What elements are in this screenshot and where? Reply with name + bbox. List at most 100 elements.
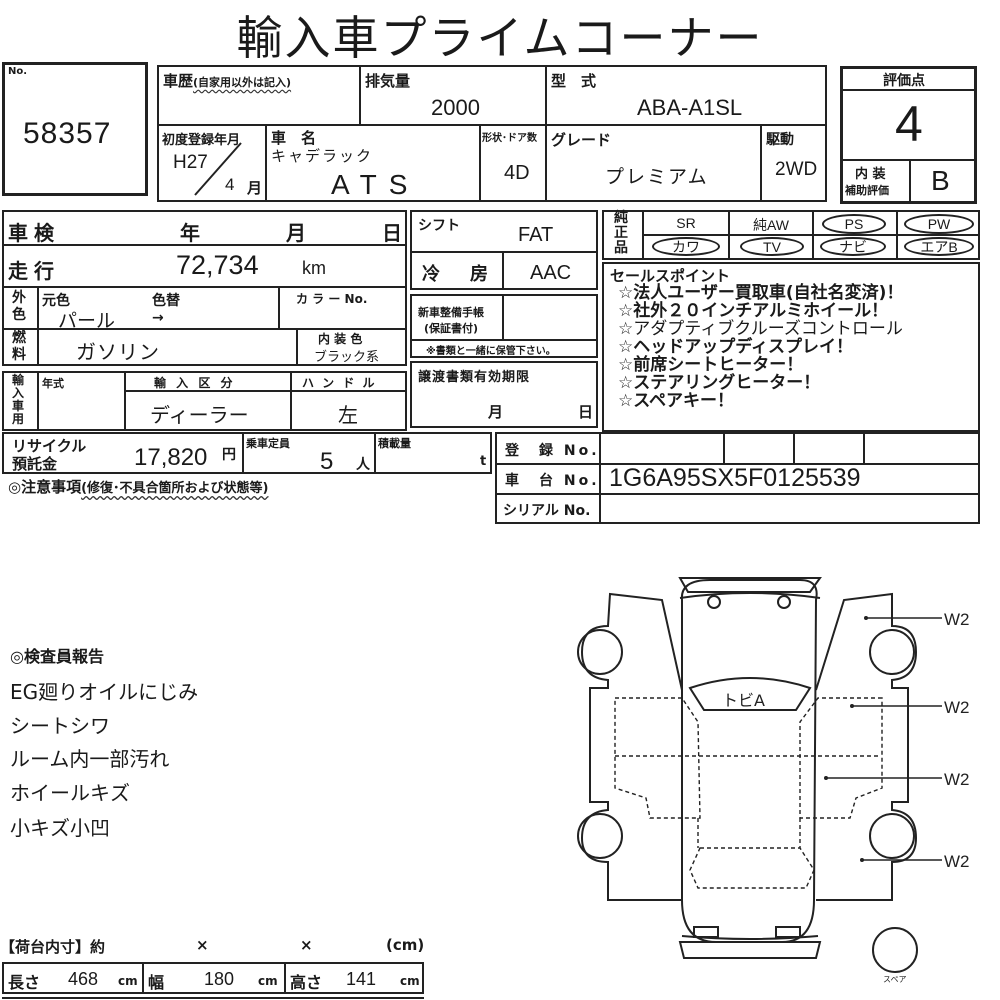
color-number-label: カ ラ ー No. <box>296 292 368 306</box>
maintenance-book-label-2: (保証書付) <box>424 322 479 335</box>
maintenance-book-box: 新車整備手帳 (保証書付) ※書類と一緒に保管下さい。 <box>410 294 598 358</box>
cargo-times-1: × <box>196 936 209 954</box>
original-color-value: パール <box>58 311 116 332</box>
cargo-dimensions-box: 長さ 468 cm 幅 180 cm 高さ 141 cm <box>2 962 424 994</box>
interior-color-label: 内 装 色 <box>318 332 363 346</box>
inspection-year-unit: 年 <box>180 221 200 245</box>
lot-label: No. <box>8 66 28 77</box>
windshield-mark: トビA <box>722 691 765 710</box>
cargo-unit-label: (cm) <box>386 936 425 954</box>
part-genuine-aw: 純AW <box>752 217 790 233</box>
import-side-label: 輸入車用 <box>12 373 25 426</box>
height-value: 141 <box>346 969 377 989</box>
length-unit: cm <box>118 974 138 988</box>
sales-point: ☆前席シートヒーター！ <box>618 355 804 375</box>
sales-point: ☆社外２０インチアルミホイール！ <box>618 301 889 321</box>
exterior-color-side-label: 外色 <box>12 290 26 323</box>
sales-point: ☆法人ユーザー買取車(自社名変済)！ <box>618 283 904 303</box>
car-damage-diagram: トビA W2 W2 W2 W2 スペア <box>577 577 970 984</box>
inspection-day-unit: 日 <box>382 221 402 245</box>
handle-value: 左 <box>338 405 358 427</box>
month-unit: 月 <box>247 179 263 197</box>
body-doors-value: 4D <box>504 162 530 184</box>
damage-mark: W2 <box>944 852 970 871</box>
length-value: 468 <box>68 969 99 989</box>
lot-number: 58357 <box>23 117 112 150</box>
inspection-label: 車検 <box>8 221 60 245</box>
length-label: 長さ <box>8 973 41 992</box>
report-line: EG廻りオイルにじみ <box>10 680 199 704</box>
sales-point: ☆ヘッドアップディスプレイ！ <box>618 337 854 357</box>
notes-sub: (修復･不具合箇所および状態等) <box>81 481 269 496</box>
cargo-heading: 【荷台内寸】約 × × (cm) <box>0 936 430 956</box>
sheet-title: 輸入車プライムコーナー <box>236 11 764 65</box>
interior-score-label-1: 内 装 <box>855 167 886 182</box>
interior-score-value: B <box>931 165 950 196</box>
width-value: 180 <box>204 969 235 989</box>
maintenance-book-note: ※書類と一緒に保管下さい。 <box>426 346 556 357</box>
capacity-value: 5 <box>320 448 334 475</box>
part-tv-circled: TV <box>740 237 804 256</box>
registration-slash <box>194 142 242 196</box>
load-unit: t <box>480 454 487 469</box>
part-pw-circled: PW <box>904 214 974 234</box>
notes-label: ◎注意事項 <box>8 478 82 496</box>
part-ps-circled: PS <box>822 214 886 234</box>
changed-color-label: 色替 <box>152 293 180 309</box>
inspector-report-heading: ◎検査員報告 <box>10 647 104 666</box>
car-name-label: 車 名 <box>271 129 317 147</box>
load-label: 積載量 <box>378 437 411 450</box>
serial-no-label: シリアル No. <box>503 503 591 519</box>
transfer-docs-box: 譲渡書類有効期限 月 日 <box>410 361 598 428</box>
car-model: ATS <box>331 169 420 200</box>
damage-mark: W2 <box>944 698 970 717</box>
interior-color-value: ブラック系 <box>314 349 380 364</box>
part-navi-circled: ナビ <box>820 237 886 256</box>
genuine-parts-box: 純正品 SR 純AW PS PW カワ TV ナビ エアB <box>602 210 980 260</box>
cargo-times-2: × <box>300 936 313 954</box>
damage-mark: W2 <box>944 770 970 789</box>
score-box: 評価点 4 内 装 補助評価 B <box>840 66 977 204</box>
report-line: 小キズ小凹 <box>10 816 110 840</box>
body-doors-label: 形状･ドア数 <box>482 133 537 144</box>
handle-label: ハ ン ド ル <box>302 376 377 390</box>
recycle-capacity-box: リサイクル 預託金 17,820 円 乗車定員 5 人 積載量 t <box>2 432 492 475</box>
part-sr: SR <box>676 215 696 231</box>
import-type-label: 輸 入 区 分 <box>154 376 236 390</box>
model-code-value: ABA-A1SL <box>637 95 743 120</box>
inspection-month-unit: 月 <box>286 221 306 245</box>
drive-value: 2WD <box>775 159 818 180</box>
original-color-label: 元色 <box>42 293 70 309</box>
shift-label: シフト <box>418 218 460 234</box>
transfer-day-unit: 日 <box>578 403 594 421</box>
aircon-label: 冷 房 <box>422 264 494 285</box>
color-fuel-box: 外色 元色 パール 色替 → カ ラ ー No. 燃料 ガソリン 内 装 色 ブ… <box>2 286 407 366</box>
displacement-label: 排気量 <box>365 72 411 90</box>
mileage-value: 72,734 <box>176 250 259 280</box>
chassis-no-label: 車 台 No. <box>505 473 600 489</box>
score-label: 評価点 <box>883 73 925 89</box>
bottom-rule <box>2 997 424 999</box>
report-line: ホイールキズ <box>10 781 130 805</box>
sales-point: ☆ステアリングヒーター！ <box>618 373 821 393</box>
displacement-value: 2000 <box>431 95 480 120</box>
recycle-value: 17,820 <box>134 444 208 471</box>
grade-label: グレード <box>551 131 612 149</box>
lot-number-box: No. 58357 <box>2 62 148 196</box>
part-airbag-circled: エアB <box>904 237 974 256</box>
transfer-month-unit: 月 <box>488 403 504 421</box>
model-year-label: 年式 <box>42 377 64 390</box>
inspection-mileage-box: 車検 年 月 日 走行 72,734 km <box>2 210 407 288</box>
aircon-value: AAC <box>530 262 572 284</box>
first-registration-year: H27 <box>173 152 208 173</box>
recycle-unit: 円 <box>222 447 236 463</box>
history-label: 車歴(自家用以外は記入) <box>163 72 292 90</box>
damage-mark: W2 <box>944 610 970 629</box>
sales-points-list: ☆法人ユーザー買取車(自社名変済)！ ☆社外２０インチアルミホイール！ ☆アダプ… <box>618 284 903 410</box>
sales-points-label: セールスポイント <box>610 267 731 285</box>
sales-points-box: セールスポイント ☆法人ユーザー買取車(自社名変済)！ ☆社外２０インチアルミホ… <box>602 262 980 432</box>
model-code-label: 型 式 <box>551 72 597 90</box>
first-registration-month: 4 <box>225 175 235 194</box>
transfer-docs-label: 譲渡書類有効期限 <box>418 370 531 385</box>
changed-color-arrow: → <box>152 310 164 326</box>
